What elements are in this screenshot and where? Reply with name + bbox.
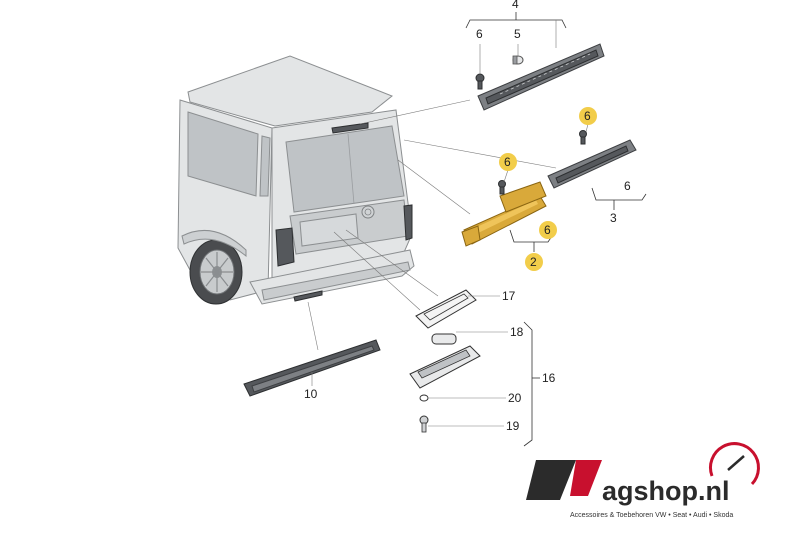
callout-2: 2 xyxy=(530,255,537,269)
vagshop-logo: agshop.nl Accessoires & Toebehoren VW • … xyxy=(526,442,760,519)
callout-16: 16 xyxy=(542,371,556,385)
callout-6-highlight-lower: 6 xyxy=(544,223,551,237)
highlight-bubble-6-mid xyxy=(499,153,517,171)
callout-18: 18 xyxy=(510,325,524,339)
van-illustration xyxy=(177,55,415,305)
logo-tagline: Accessoires & Toebehoren VW • Seat • Aud… xyxy=(570,512,733,519)
callout-10: 10 xyxy=(304,387,318,401)
callout-17: 17 xyxy=(502,289,516,303)
callout-3: 3 xyxy=(610,211,617,225)
callout-6-top: 6 xyxy=(476,27,483,41)
logo-v-dark-shape xyxy=(526,460,576,500)
logo-text: agshop.nl xyxy=(602,476,730,506)
logo-gauge-icon xyxy=(708,442,760,486)
callout-19: 19 xyxy=(506,419,520,433)
plate-light-assembly xyxy=(409,289,540,447)
part-10-reflector-strip xyxy=(243,339,381,397)
highlight-bubble-6-upper xyxy=(579,107,597,125)
callout-6-right: 6 xyxy=(624,179,631,193)
logo-v-red-shape xyxy=(570,460,602,496)
part-2-highlighted-light xyxy=(461,169,553,252)
highlight-bubble-6-lower xyxy=(539,221,557,239)
callout-6-highlight-mid: 6 xyxy=(504,155,511,169)
callout-4: 4 xyxy=(512,0,519,11)
callout-5: 5 xyxy=(514,27,521,41)
reference-lines xyxy=(307,99,557,351)
highlight-bubble-2 xyxy=(525,253,543,271)
part-3-light-bar xyxy=(547,123,647,210)
callout-20: 20 xyxy=(508,391,522,405)
part-4-high-brake-light xyxy=(465,12,605,111)
callout-6-highlight-upper: 6 xyxy=(584,109,591,123)
